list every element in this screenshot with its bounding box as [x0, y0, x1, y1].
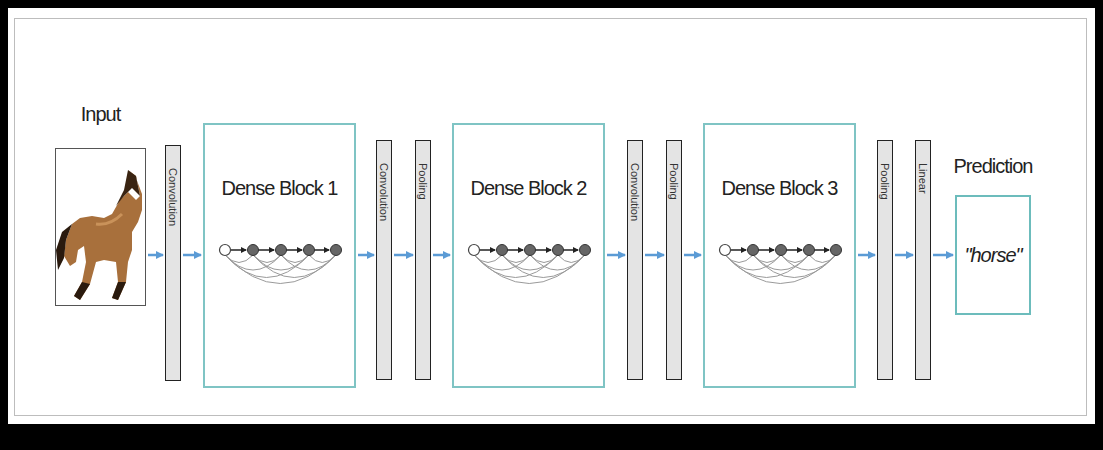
flow-arrow	[933, 254, 953, 257]
flow-arrow	[895, 254, 913, 257]
flow-arrow	[148, 254, 163, 257]
flow-arrow	[684, 254, 701, 257]
dense-block: Dense Block 3	[703, 123, 856, 388]
layer-name: Convolution	[167, 168, 179, 226]
flow-arrow	[394, 254, 413, 257]
layer-bar: Convolution	[165, 145, 181, 381]
layer-bar: Pooling	[415, 140, 431, 380]
flow-arrow	[858, 254, 875, 257]
layer-bar: Pooling	[877, 140, 893, 380]
layer-name: Convolution	[629, 163, 641, 221]
layer-bar: Pooling	[666, 140, 682, 380]
layer-name: Pooling	[668, 163, 680, 200]
node-heading: Prediction	[927, 155, 1059, 178]
layer-name: Pooling	[879, 163, 891, 200]
flow-arrow	[607, 254, 625, 257]
dense-connections	[469, 245, 591, 284]
dense-connections	[720, 245, 842, 284]
dense-block: Dense Block 2	[452, 123, 605, 388]
layer-name: Convolution	[378, 163, 390, 221]
flow-arrow	[645, 254, 664, 257]
flow-arrow	[183, 254, 201, 257]
block-title: Dense Block 1	[205, 177, 354, 200]
flow-arrow	[358, 254, 374, 257]
dense-block: Dense Block 1	[203, 123, 356, 388]
block-title: Dense Block 2	[454, 177, 603, 200]
horse-illustration	[56, 170, 142, 300]
flow-arrow	[433, 254, 450, 257]
input-image-box: Input	[55, 148, 146, 306]
dense-connections	[220, 245, 342, 284]
layer-bar: Convolution	[376, 140, 392, 380]
prediction-label: "horse"	[964, 244, 1021, 267]
node-heading: Input	[26, 103, 175, 126]
layer-bar: Linear	[915, 140, 931, 380]
block-title: Dense Block 3	[705, 177, 854, 200]
layer-name: Linear	[917, 163, 929, 194]
layer-name: Pooling	[417, 163, 429, 200]
prediction-box: Prediction"horse"	[955, 195, 1031, 315]
layer-bar: Convolution	[627, 140, 643, 380]
